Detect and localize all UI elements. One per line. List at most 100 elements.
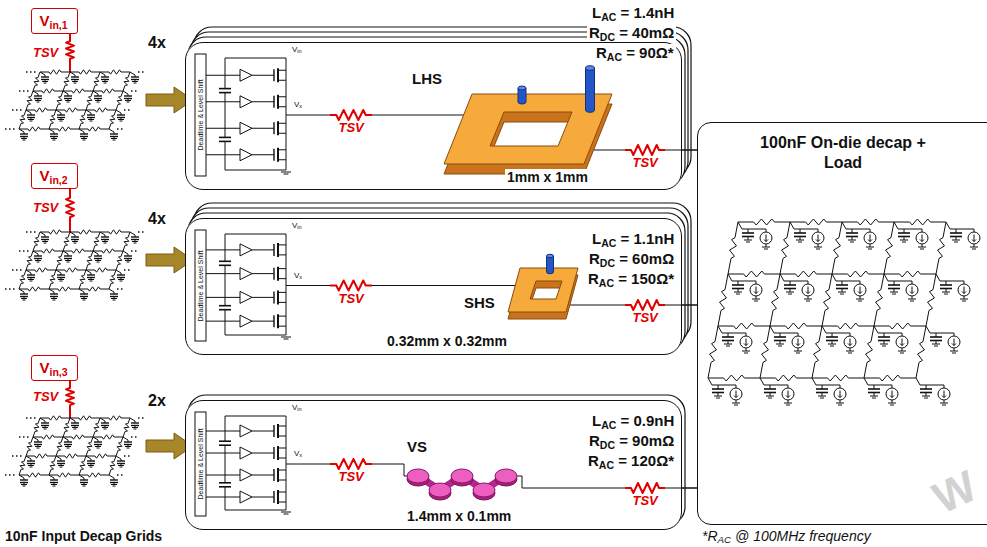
ground-symbol [118,279,124,280]
capacitor-symbol [894,289,895,293]
grid-resistor [79,287,109,291]
dimension-label: 1.4mm x 0.1mm [405,508,513,524]
ground-symbol [732,403,740,404]
transistor-gate [273,469,274,481]
parameter-label: RAC = 150Ω* [586,270,676,287]
gate-wire [252,475,274,476]
capacitor-symbol [94,95,102,96]
ground-symbol [281,512,291,513]
tsv-label: TSV [31,201,60,216]
continuation-dots [117,474,123,476]
tsv-resistor [625,483,665,493]
ground-symbol [752,299,760,300]
ground-symbol [30,121,33,122]
capacitor-symbol [131,76,139,77]
ground-symbol [42,427,48,428]
capacitor-symbol [86,270,91,275]
ground-symbol [28,465,34,466]
ground-symbol [125,260,131,261]
transistor-terminal [278,458,286,459]
capacitor-symbol [71,76,79,77]
grid-resistor [56,108,86,112]
grid-resistor [738,219,790,225]
ground-symbol [950,351,958,352]
via-cylinder [518,88,519,102]
vs-inductor [473,483,495,497]
capacitor-symbol [109,289,114,294]
capacitor-symbol [770,393,771,397]
multiplicity-label: 2x [148,392,166,410]
continuation-dots [124,455,130,457]
grid-resistor [842,219,894,225]
continuation-dots [124,269,130,271]
ground-symbol [908,299,916,300]
capacitor-symbol [40,72,45,77]
transistor-terminal [278,492,286,493]
continuation-dots [117,128,123,130]
current-source-symbol [938,388,950,400]
grid-resistor [49,287,79,291]
grid-resistor [109,110,116,129]
driver-wire [206,497,240,498]
transistor-terminal [278,502,286,503]
gate-driver [240,244,252,256]
ground-symbol [942,292,950,293]
source-label: Vin,1 [40,12,68,29]
capacitor-symbol [101,422,109,423]
driver-wire [206,154,240,155]
module-ground [185,218,682,355]
continuation-dots [12,109,22,111]
tsv-label: TSV [337,470,366,485]
inductor-wire [372,285,515,286]
ground-symbol [840,294,844,295]
dimension-label: 0.32mm x 0.32mm [385,333,509,349]
current-source-symbol [962,292,966,294]
ground-symbol [284,339,289,340]
capacitor-symbol [101,236,109,237]
grid-resistor [26,108,56,112]
capacitor-symbol [19,129,24,134]
ground-symbol [716,398,720,399]
ground-symbol [125,446,131,447]
capacitor-symbol [100,72,105,77]
grid-resistor [70,230,100,234]
current-source-symbol [796,344,800,346]
parameter-label: RDC = 60mΩ [587,250,676,267]
grid-resistor [33,435,63,439]
capacitor-symbol [784,284,796,286]
via-cylinder [586,66,595,71]
transistor-gate [273,491,274,503]
ground-symbol [88,119,94,120]
grid-resistor [56,437,63,456]
capacitor-wire [225,265,226,305]
ground-symbol [51,138,57,139]
current-source-symbol [816,240,820,242]
current-source-symbol [920,240,924,242]
ground-symbol [120,281,123,282]
capacitor-symbol [27,114,35,115]
current-source-symbol [864,232,876,244]
via-cylinder [547,256,554,272]
current-source-symbol [754,292,758,294]
switch-node-wire [286,285,330,286]
grid-resistor [26,251,33,270]
capacitor-symbol [87,114,95,115]
pin-label: Vin [290,46,304,55]
ground-symbol [726,346,730,347]
capacitor-symbol [946,289,947,293]
grid-resistor [93,435,123,439]
current-source-symbol [734,396,738,398]
ground-symbol [42,241,48,242]
ground-symbol [95,446,101,447]
capacitor-symbol [33,251,38,256]
switch-node-wire [286,115,330,116]
ground-symbol [281,172,291,173]
ground-symbol [816,249,820,250]
grid-resistor [63,249,93,253]
capacitor-symbol [56,270,61,275]
ground-symbol [744,240,752,241]
capacitor-symbol [70,72,75,77]
grid-resistor [86,454,116,458]
grid-resistor [79,473,109,477]
current-source-symbol [900,344,904,346]
